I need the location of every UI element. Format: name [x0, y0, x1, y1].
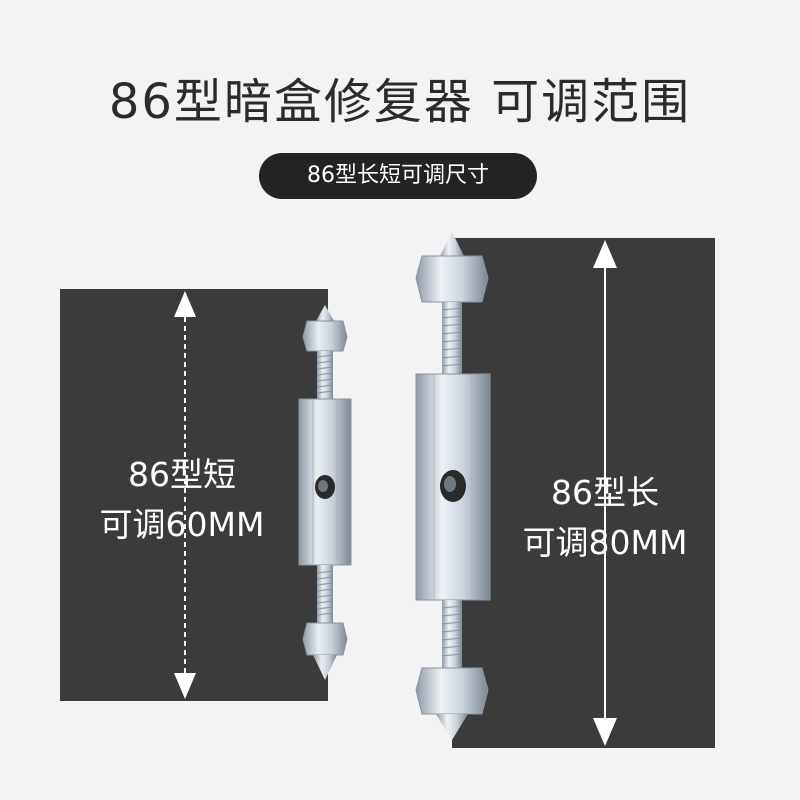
- short-variant-type: 86型短: [128, 455, 236, 494]
- short-repairer-screw: [298, 305, 352, 680]
- short-panel: [60, 289, 328, 701]
- long-variant-type: 86型长: [551, 473, 659, 512]
- page-title: 86型暗盒修复器 可调范围: [108, 74, 692, 130]
- long-panel: [452, 238, 715, 748]
- long-repairer-screw: [415, 232, 491, 740]
- short-variant-range: 可调60MM: [99, 505, 265, 544]
- long-variant-label: 86型长 可调80MM: [505, 468, 705, 568]
- short-dimension-arrow: [174, 291, 196, 699]
- subtitle-badge: 86型长短可调尺寸: [259, 153, 537, 199]
- short-variant-label: 86型短 可调60MM: [97, 450, 267, 550]
- long-variant-range: 可调80MM: [522, 523, 688, 562]
- long-dimension-arrow: [593, 240, 617, 746]
